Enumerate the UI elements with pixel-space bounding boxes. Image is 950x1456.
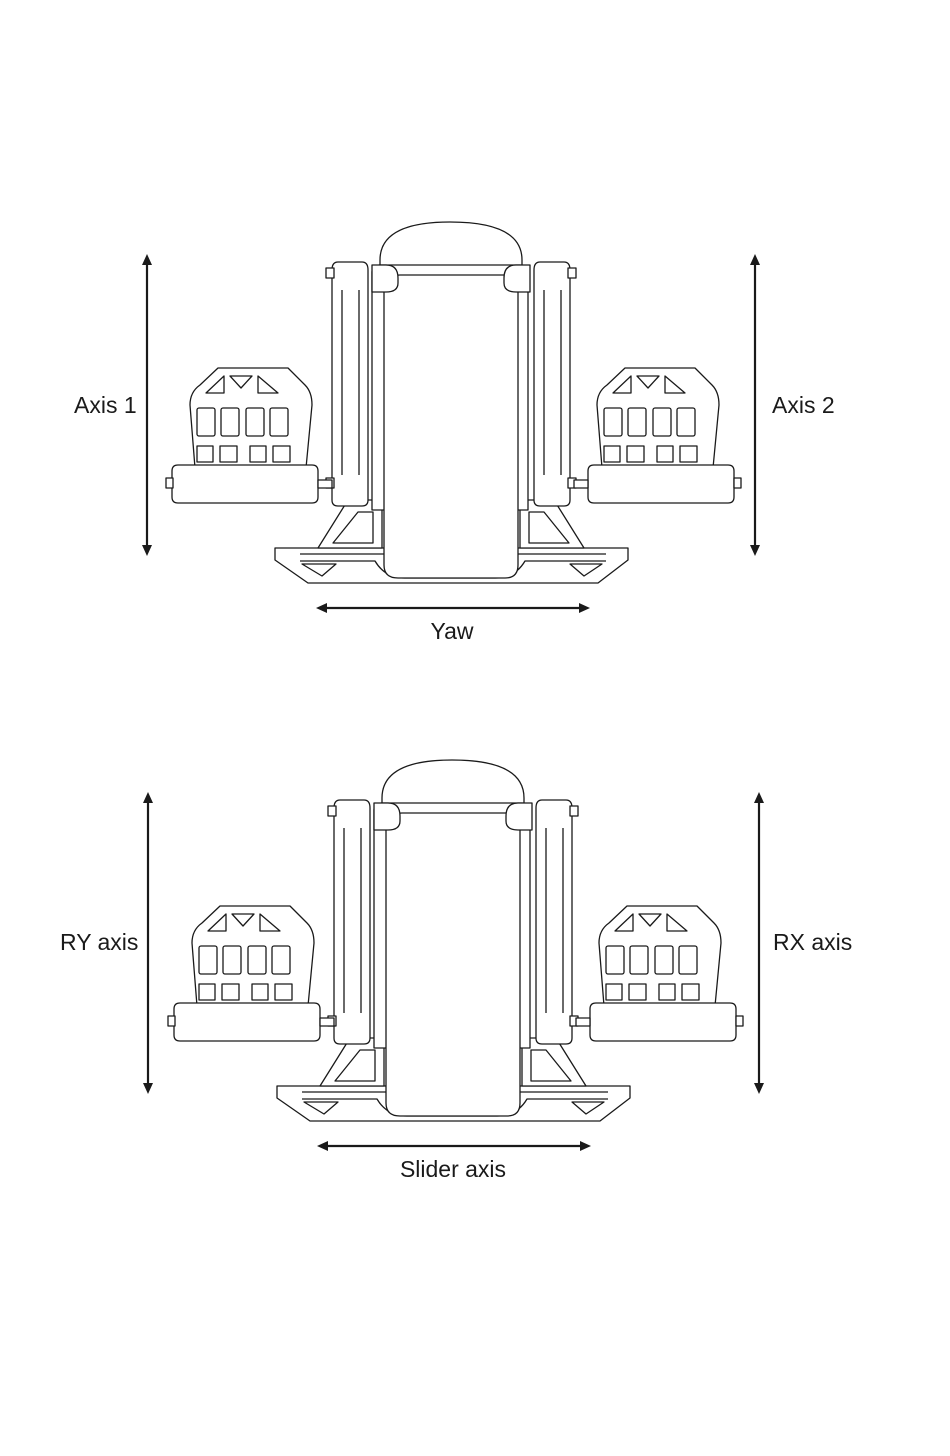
right-arm: [536, 800, 572, 1044]
left-arm: [334, 800, 370, 1044]
right-arm: [534, 262, 570, 506]
left-axis-arrow: [143, 792, 153, 1094]
bottom-axis-label: Slider axis: [400, 1158, 506, 1181]
left-pedal: [166, 368, 332, 503]
left-pedal: [168, 906, 334, 1041]
central-body: [374, 803, 530, 1048]
right-pedal: [574, 368, 741, 503]
right-axis-arrow: [754, 792, 764, 1094]
rudder-pedals-illustration: [166, 222, 741, 583]
left-axis-label: RY axis: [60, 931, 138, 954]
right-axis-arrow: [750, 254, 760, 556]
bottom-axis-arrow: [316, 603, 590, 613]
right-axis-label: RX axis: [773, 931, 852, 954]
base-plate: [277, 1086, 630, 1121]
bottom-axis-arrow: [317, 1141, 591, 1151]
bottom-axis-label: Yaw: [430, 620, 473, 643]
right-axis-label: Axis 2: [772, 394, 835, 417]
top-arch: [382, 760, 524, 810]
left-arm: [332, 262, 368, 506]
right-pedal: [576, 906, 743, 1041]
rudder-pedals-illustration: [168, 760, 743, 1121]
left-axis-label: Axis 1: [74, 394, 137, 417]
left-axis-arrow: [142, 254, 152, 556]
pedals-drawing-top: [0, 0, 950, 700]
